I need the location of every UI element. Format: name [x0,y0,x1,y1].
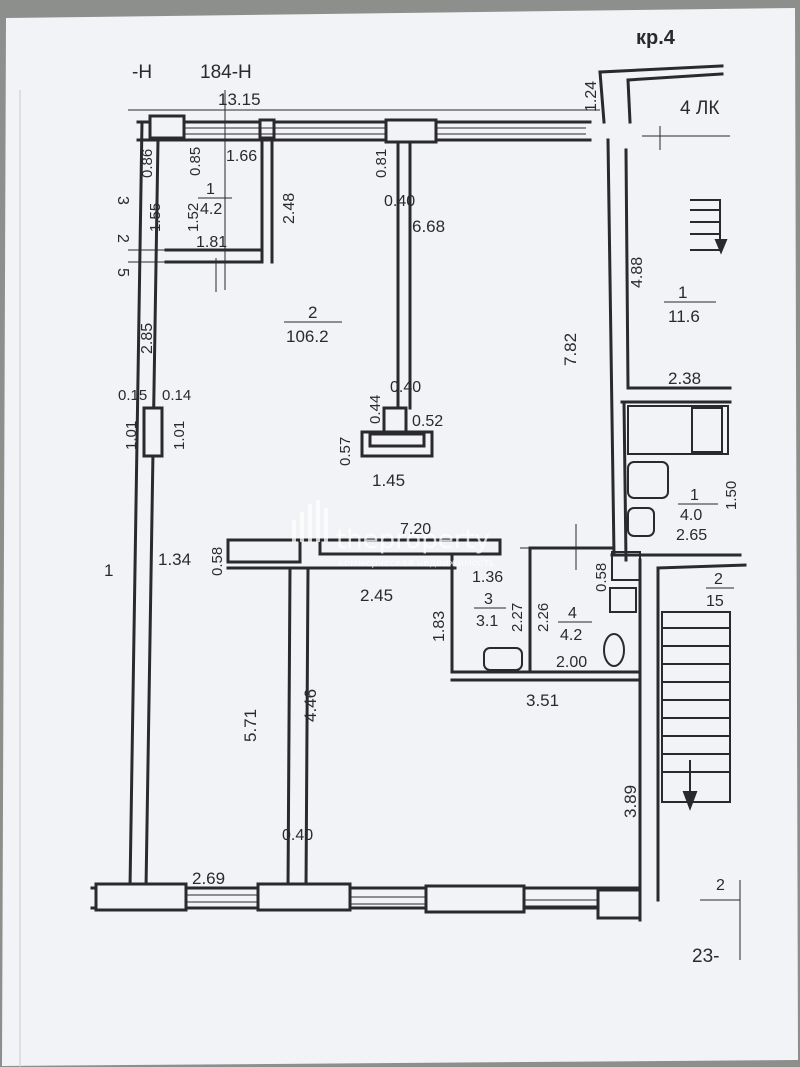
dim-285: 2.85 [139,323,156,354]
plan-code: кр.4 [636,27,676,49]
svg-text:15: 15 [706,593,724,610]
room-label-1-small: 1 4.2 [198,181,232,218]
edge-label-c: 5 [114,268,131,277]
paper [2,8,798,1066]
dim-058a: 0.58 [209,547,226,576]
dim-014: 0.14 [162,387,191,404]
svg-text:4.2: 4.2 [560,627,582,644]
room-label-2-stair: 2 15 [706,571,734,610]
svg-text:11.6: 11.6 [668,307,700,326]
dim-124: 1.24 [583,81,600,112]
dim-226: 2.26 [535,603,552,632]
dim-166: 1.66 [226,148,257,165]
dim-227: 2.27 [509,603,526,632]
dim-782: 7.82 [561,333,580,366]
dim-086: 0.86 [139,149,156,178]
corner-label: 4 ЛК [680,98,719,119]
watermark-logo-icon [292,500,328,542]
dim-2: 2 [716,877,725,894]
room-label-4: 4 4.2 [558,605,592,644]
dim-015: 0.15 [118,387,147,404]
room-label-2-main: 2 106.2 [284,303,342,346]
dim-top-total: 13.15 [218,90,261,109]
svg-text:2: 2 [308,303,317,322]
dim-571: 5.71 [241,709,260,742]
edge-label-a: 3 [114,196,131,205]
dim-136: 1.36 [472,569,503,586]
dim-265: 2.65 [676,527,707,544]
dim-058b: 0.58 [593,563,610,592]
dim-200: 2.00 [556,654,587,671]
svg-text:106.2: 106.2 [286,327,329,346]
stair-lower [661,611,731,811]
dimension-lines [128,90,741,960]
svg-text:4: 4 [568,605,577,622]
dim-040-mid: 0.40 [390,379,421,396]
dim-101a: 1.01 [123,421,140,450]
stair-upper [690,199,728,255]
dim-269: 2.69 [192,869,225,888]
dim-155: 1.55 [147,203,164,232]
dim-081: 0.81 [373,149,390,178]
watermark: theproperty коммерческая недвижимость [292,500,495,569]
dim-668: 6.68 [412,217,445,236]
dim-351: 3.51 [526,691,559,710]
dim-720: 7.20 [400,521,431,538]
top-left-label: -Н [132,62,152,83]
svg-text:4.0: 4.0 [680,507,702,524]
dim-181: 1.81 [196,234,227,251]
dim-057: 0.57 [337,437,354,466]
dim-040-top: 0.40 [384,193,415,210]
dim-488: 4.88 [629,257,646,288]
svg-text:1: 1 [690,487,699,504]
dim-134: 1.34 [158,550,191,569]
watermark-tagline: коммерческая недвижимость [338,558,495,569]
dim-389: 3.89 [621,785,640,818]
watermark-brand: theproperty [336,525,490,555]
dim-044: 0.44 [367,395,384,424]
dim-183: 1.83 [431,611,448,642]
dim-150: 1.50 [723,481,740,510]
svg-text:3: 3 [484,591,493,608]
dim-040-bot: 0.40 [282,827,313,844]
dim-245: 2.45 [360,586,393,605]
dim-238: 2.38 [668,369,701,388]
dim-145: 1.45 [372,471,405,490]
room-label-1-wc: 1 4.0 [678,487,718,524]
svg-text:4.2: 4.2 [200,201,222,218]
dim-152: 1.52 [185,203,202,232]
room-label-1-stair: 1 11.6 [664,283,716,326]
top-mid-label: 184-Н [200,62,252,83]
fixtures [483,405,729,671]
svg-text:1: 1 [206,181,215,198]
windows [94,114,642,920]
dim-085: 0.85 [187,147,204,176]
room-label-3: 3 3.1 [474,591,506,630]
dim-446: 4.46 [301,689,320,722]
svg-text:2: 2 [714,571,723,588]
svg-text:3.1: 3.1 [476,613,498,630]
dim-052: 0.52 [412,413,443,430]
dim-101b: 1.01 [171,421,188,450]
dim-23: 23- [692,946,719,967]
edge-label-d: 1 [104,561,113,580]
column-base [360,406,434,458]
hatching [184,127,598,907]
dim-248: 2.48 [281,193,298,224]
edge-label-b: 2 [114,234,131,243]
svg-text:1: 1 [678,283,687,302]
